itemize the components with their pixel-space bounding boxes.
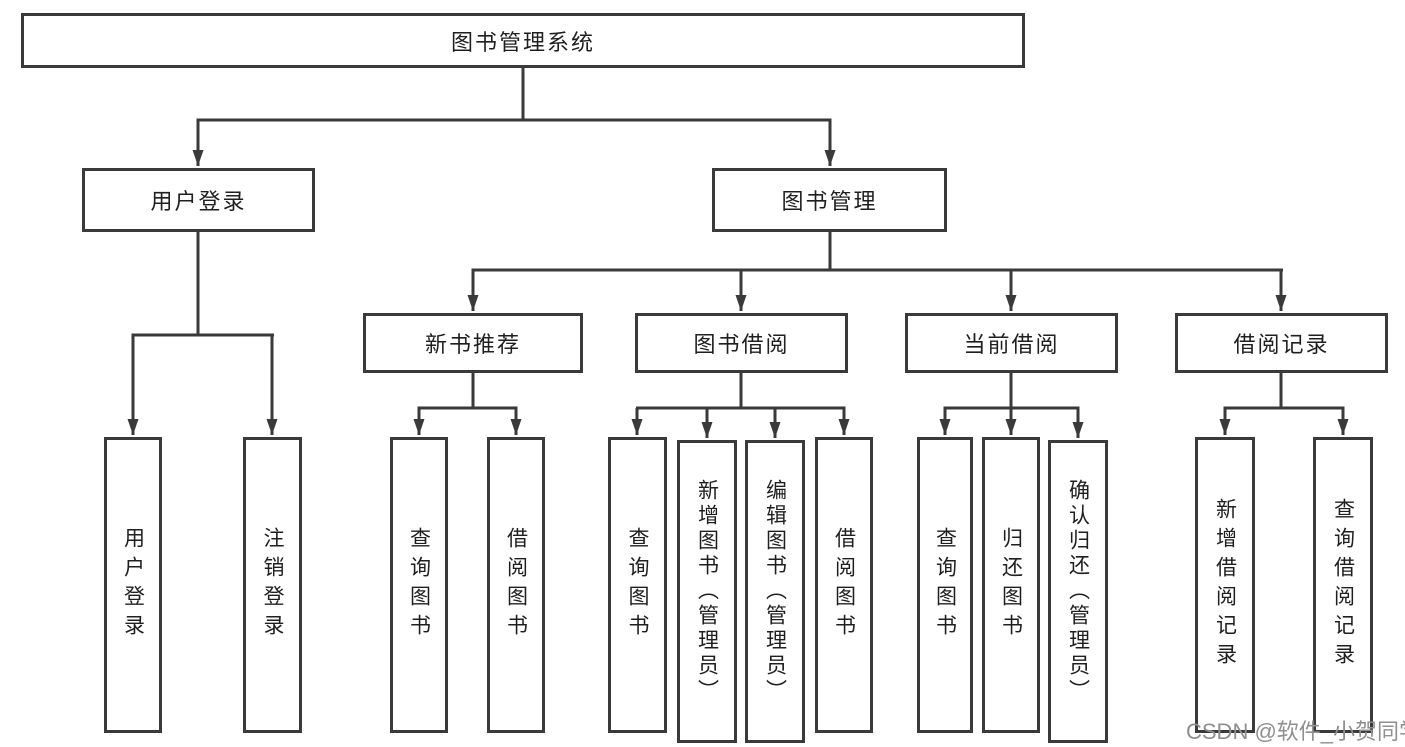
node-label: 归还图书 <box>999 527 1023 643</box>
node-book-management: 图书管理 <box>712 168 947 232</box>
leaf-bb-borrow-books: 借阅图书 <box>815 437 873 733</box>
node-label: 查询借阅记录 <box>1331 498 1355 672</box>
leaf-logout: 注销登录 <box>243 437 302 733</box>
node-label: 新增图书（管理员） <box>695 479 719 704</box>
node-label: 新书推荐 <box>424 332 521 357</box>
node-new-book-recommendation: 新书推荐 <box>363 313 583 373</box>
leaf-nb-borrow-books: 借阅图书 <box>487 437 545 733</box>
leaf-cb-query-books: 查询图书 <box>917 437 973 733</box>
node-label: 注销登录 <box>261 527 284 643</box>
node-label: 用户登录 <box>121 527 145 643</box>
node-label: 借阅记录 <box>1233 332 1330 357</box>
leaf-cb-confirm-return-admin: 确认归还（管理员） <box>1048 440 1108 743</box>
node-label: 确认归还（管理员） <box>1066 479 1090 704</box>
leaf-br-query-borrow-record: 查询借阅记录 <box>1313 437 1373 733</box>
node-label: 图书管理系统 <box>450 29 595 55</box>
node-label: 查询图书 <box>407 527 431 643</box>
node-label: 当前借阅 <box>963 332 1060 357</box>
node-library-management-system: 图书管理系统 <box>21 13 1025 68</box>
node-label: 用户登录 <box>150 189 247 214</box>
node-label: 图书借阅 <box>693 332 790 357</box>
node-label: 编辑图书（管理员） <box>763 479 787 704</box>
node-label: 图书管理 <box>781 189 878 214</box>
node-current-borrowing: 当前借阅 <box>905 313 1118 373</box>
node-label: 新增借阅记录 <box>1213 498 1237 672</box>
leaf-cb-return-books: 归还图书 <box>982 437 1040 733</box>
node-user-login: 用户登录 <box>82 168 315 232</box>
csdn-watermark: CSDN @软件_小贺同学 <box>1186 719 1405 744</box>
node-borrowing-records: 借阅记录 <box>1175 313 1388 373</box>
node-label: 借阅图书 <box>832 527 856 643</box>
leaf-nb-query-books: 查询图书 <box>390 437 448 733</box>
node-label: 查询图书 <box>626 527 649 643</box>
node-label: 借阅图书 <box>504 527 528 643</box>
leaf-br-add-borrow-record: 新增借阅记录 <box>1195 437 1255 733</box>
leaf-bb-query-books: 查询图书 <box>608 437 667 733</box>
node-book-borrowing: 图书借阅 <box>635 313 848 373</box>
leaf-user-login: 用户登录 <box>104 437 162 733</box>
node-label: 查询图书 <box>933 527 957 643</box>
leaf-bb-edit-book-admin: 编辑图书（管理员） <box>745 440 805 743</box>
leaf-bb-add-book-admin: 新增图书（管理员） <box>677 440 737 743</box>
